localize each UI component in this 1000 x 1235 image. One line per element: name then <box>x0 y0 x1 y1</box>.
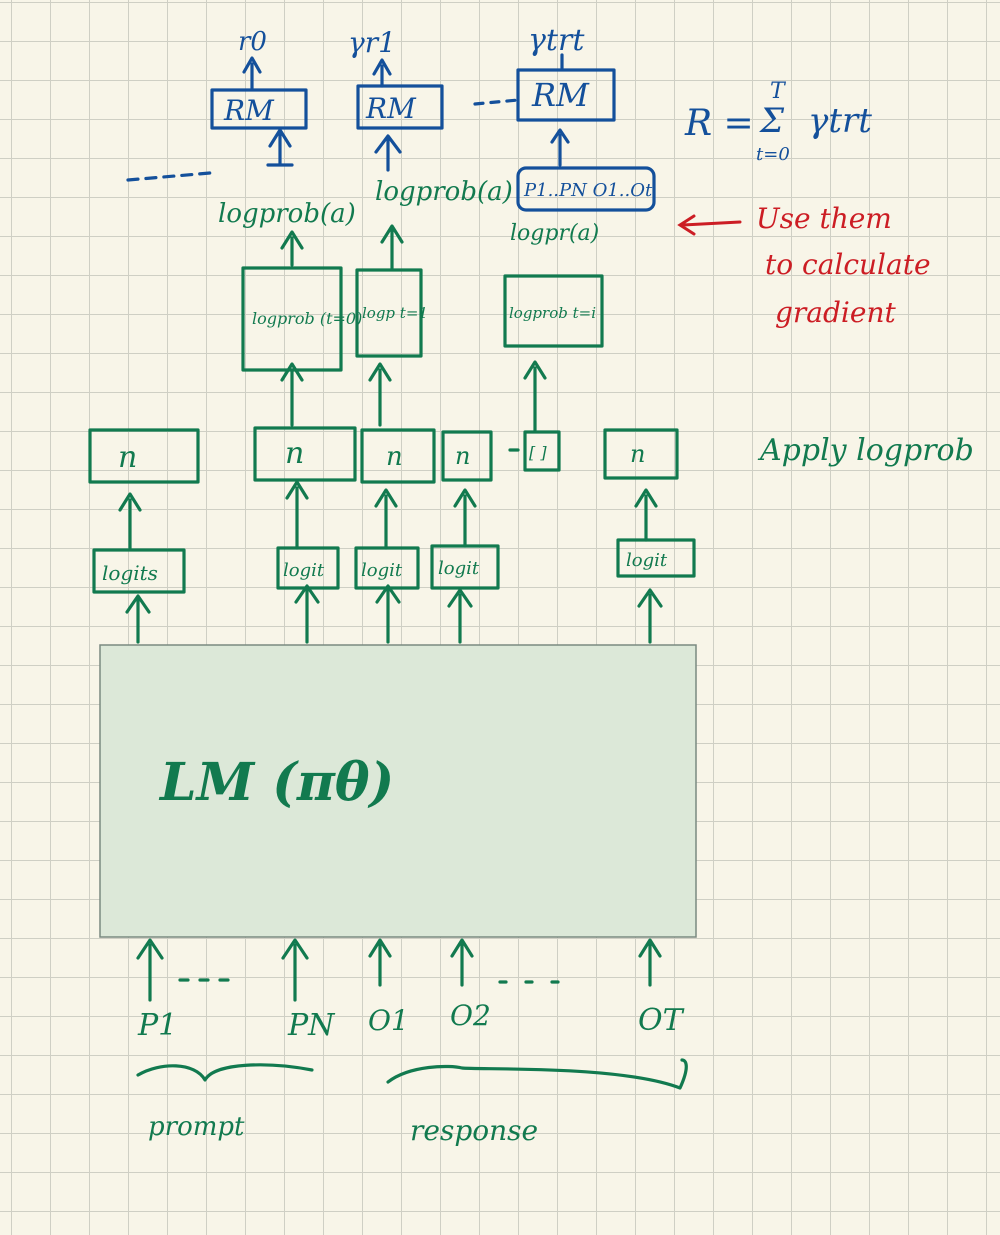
formula-lhs: R = <box>684 103 754 144</box>
logits-box-2: logit <box>283 560 325 581</box>
logprob-box-3: logprob t=i <box>509 304 596 322</box>
softmax-box-3: n <box>386 442 403 472</box>
token-ot: OT <box>638 1003 685 1038</box>
logprob-output-3: logpr(a) <box>510 221 599 246</box>
logprob-box-1: logprob (t=0) <box>252 309 362 328</box>
reward-3: γtrt <box>528 23 585 58</box>
note-line-2: to calculate <box>765 248 931 281</box>
reward-row: r0 γr1 γtrt <box>238 23 585 59</box>
logprob-outputs: logprob(a) logprob(a) logpr(a) <box>218 177 599 246</box>
state-box <box>516 166 656 212</box>
softmax-box-6: n <box>630 440 645 468</box>
logits-box-1: logits <box>102 561 158 585</box>
apply-logprob-note: Apply logprob <box>757 433 974 468</box>
softmax-box-5: [ ] <box>529 443 547 462</box>
logprob-output-1: logprob(a) <box>218 199 356 229</box>
rm-box-2: RM <box>365 92 417 125</box>
logprob-up-arrows <box>280 224 404 270</box>
logits-to-softmax-arrows <box>118 480 658 550</box>
response-label: response <box>410 1114 538 1147</box>
logits-box-5: logit <box>626 550 668 571</box>
logits-box-4: logit <box>438 558 480 579</box>
state-box-label: P1..PN O1..Ot <box>523 180 653 201</box>
input-tokens: P1 PN O1 O2 OT <box>137 999 685 1043</box>
softmax-box-4: n <box>455 442 470 470</box>
rm-dashes <box>473 98 520 106</box>
rm-output-arrows <box>242 53 564 90</box>
note-line-3: gradient <box>775 296 896 329</box>
rm-input-arrows <box>266 128 570 172</box>
logprob-row: logprob (t=0) logp t=1 logprob t=i <box>241 266 604 372</box>
reward-1: r0 <box>238 27 267 57</box>
token-o1: O1 <box>368 1004 409 1037</box>
formula-sum-sign: Σ <box>758 101 785 141</box>
gradient-note: Use them to calculate gradient <box>677 202 931 329</box>
logprob-box-2: logp t=1 <box>362 304 428 322</box>
prompt-brace <box>136 1063 314 1082</box>
reward-2: γr1 <box>348 26 396 59</box>
lm-box: LM (πθ) <box>99 644 697 938</box>
softmax-to-logprob-arrows <box>280 360 547 432</box>
return-formula: R = T Σ t=0 γtrt <box>684 79 872 165</box>
formula-term: γtrt <box>808 101 872 141</box>
token-p1: P1 <box>137 1008 177 1043</box>
prompt-label: prompt <box>148 1112 245 1142</box>
lm-output-arrows <box>125 584 663 644</box>
rm-box-3: RM <box>531 76 590 114</box>
logprob-output-2: logprob(a) <box>375 177 513 207</box>
rm-row: RM RM RM <box>210 68 616 130</box>
softmax-box-1: n <box>118 440 137 475</box>
left-dashes <box>126 171 212 182</box>
response-brace <box>386 1058 688 1090</box>
softmax-row: n n n n [ ] n <box>88 426 679 484</box>
rm-box-1: RM <box>223 94 275 127</box>
formula-sum-bottom: t=0 <box>756 144 790 165</box>
logits-row: logits logit logit logit logit <box>92 538 696 594</box>
softmax-box-2: n <box>285 436 304 471</box>
lm-label: LM (πθ) <box>158 752 394 813</box>
logits-box-3: logit <box>361 560 403 581</box>
note-line-1: Use them <box>756 202 892 235</box>
input-arrows <box>136 938 662 1002</box>
formula-sum-top: T <box>770 79 787 104</box>
token-pn: PN <box>287 1008 336 1043</box>
token-o2: O2 <box>450 999 491 1032</box>
